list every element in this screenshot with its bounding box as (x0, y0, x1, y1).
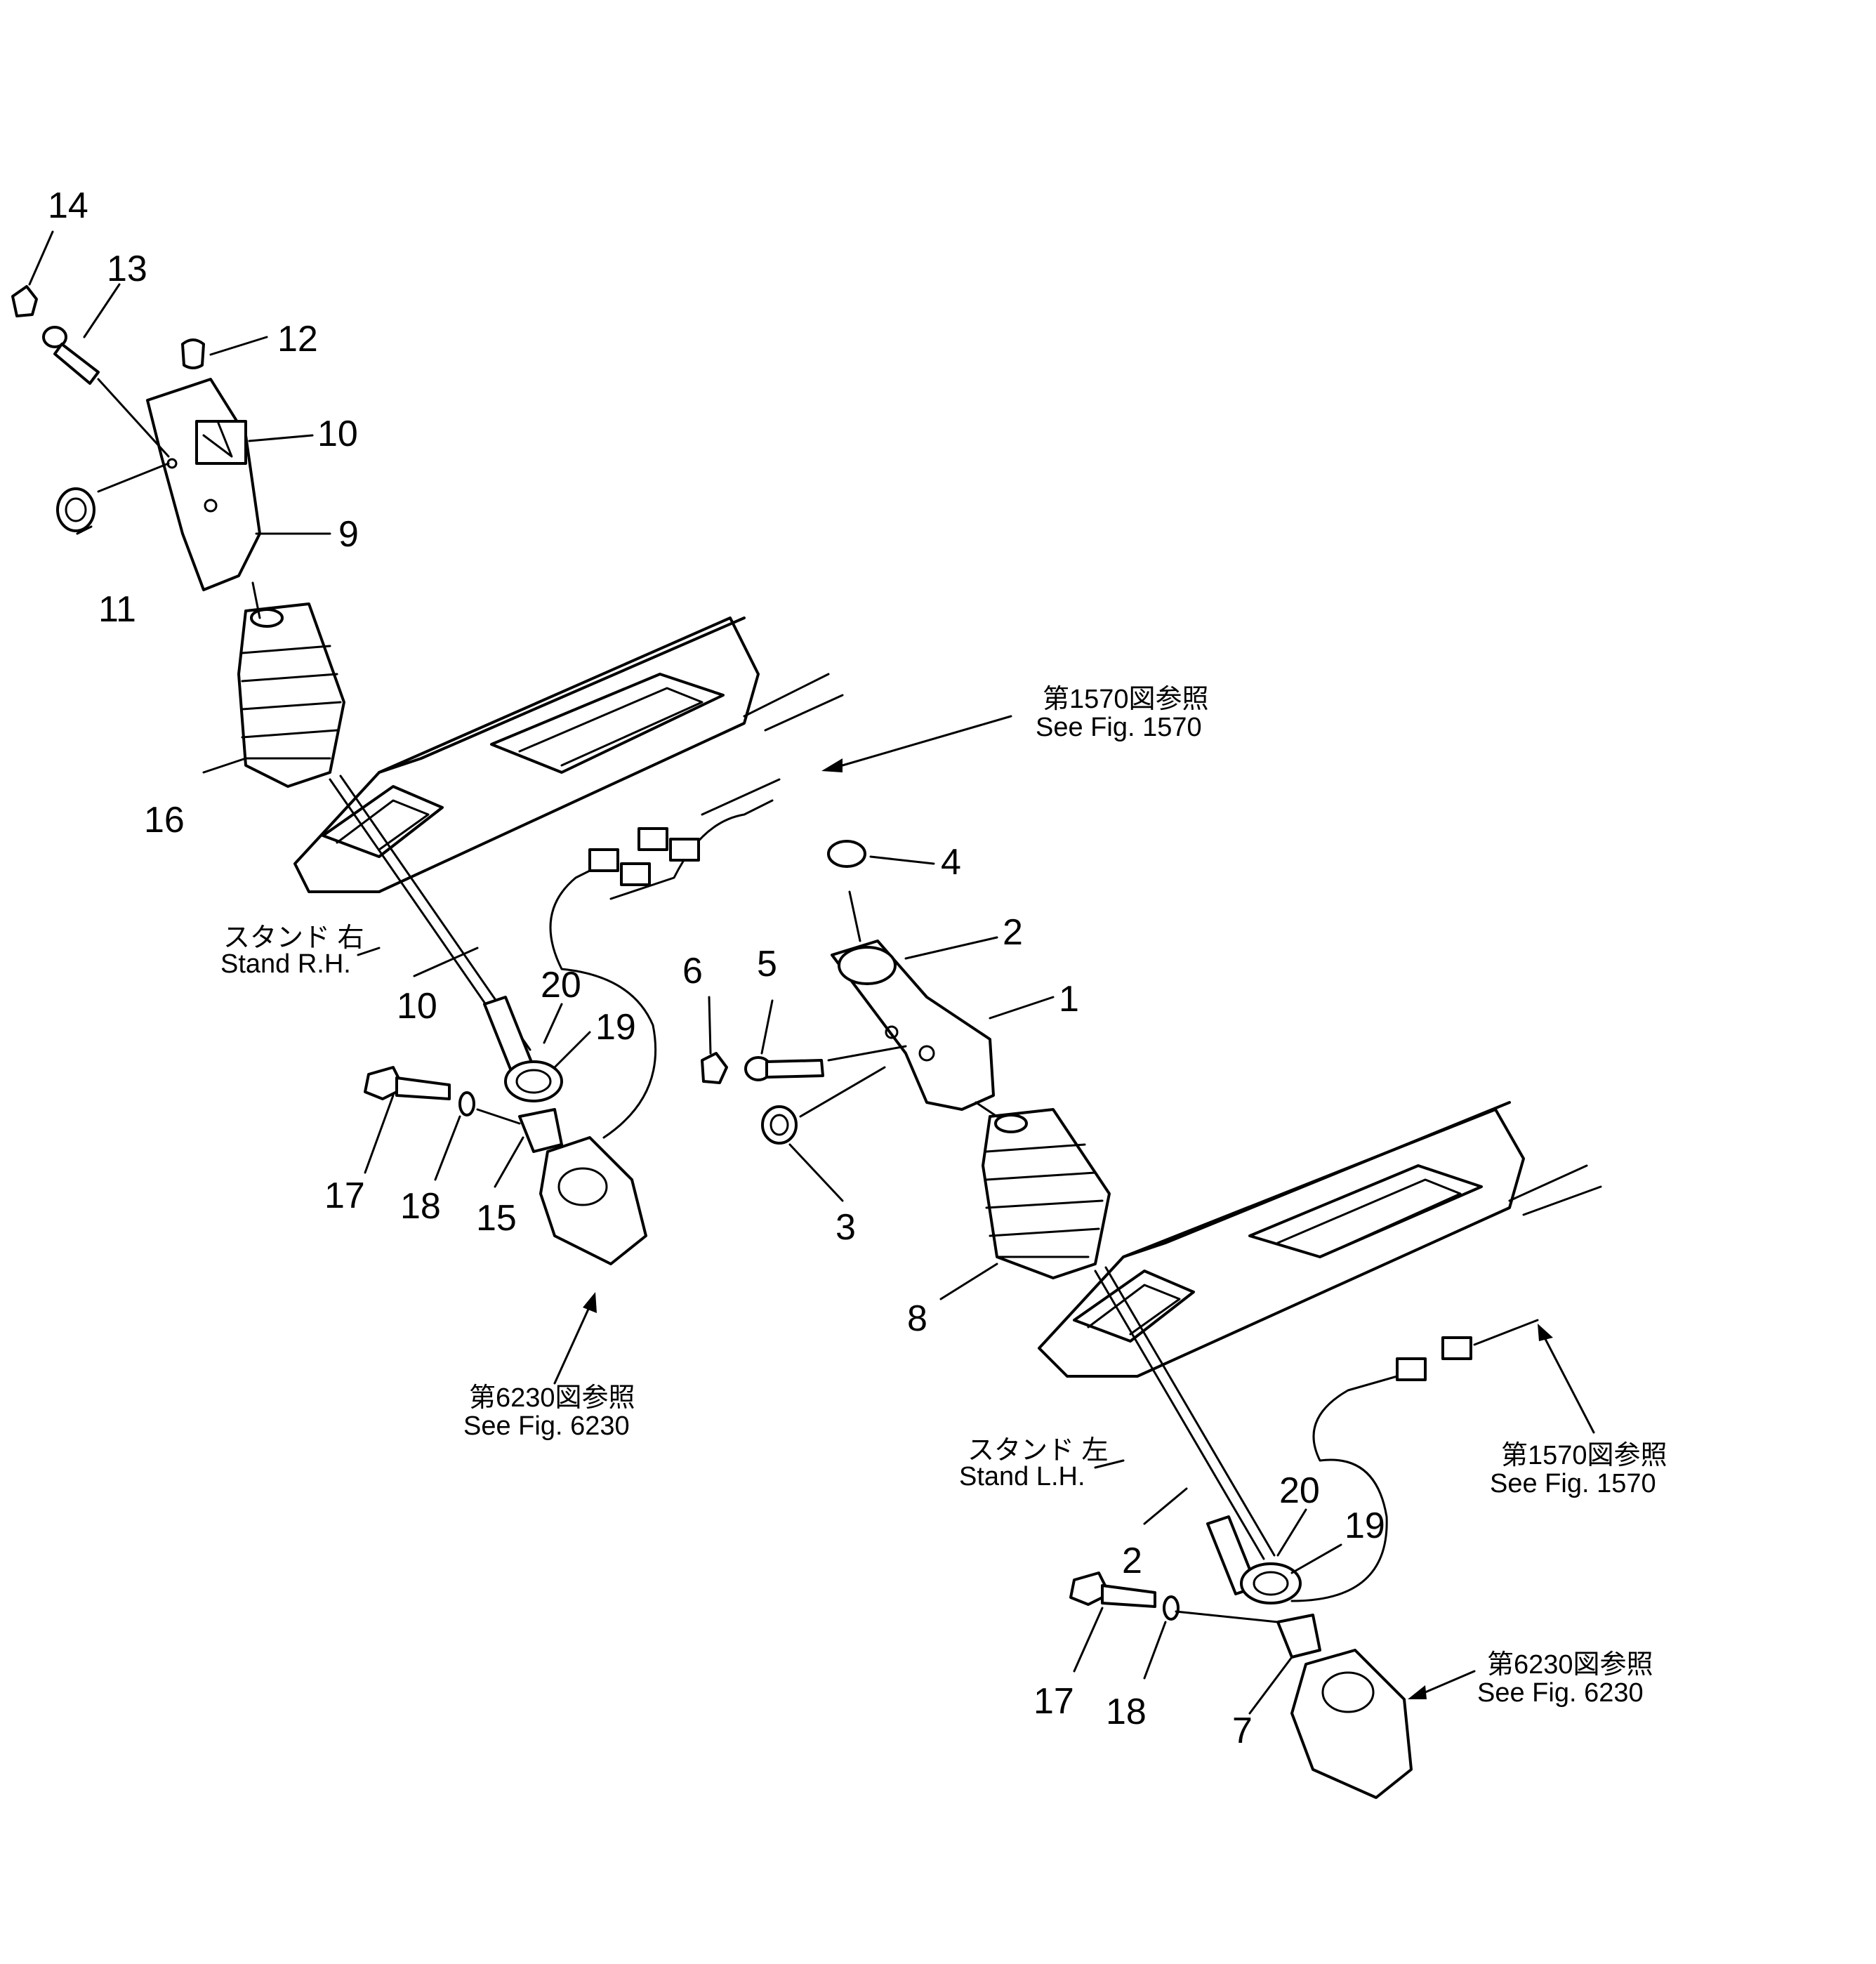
ref-6230-left-en: See Fig. 6230 (463, 1411, 630, 1441)
nut-6 (701, 1052, 728, 1084)
callout-12: 12 (277, 319, 318, 360)
ref-1570-top-en: See Fig. 1570 (1036, 713, 1202, 742)
stand-lh (1038, 1101, 1602, 1378)
callout-17: 17 (1033, 1681, 1074, 1722)
boot-16 (237, 602, 345, 788)
bolt-17-lh (1069, 1571, 1156, 1608)
callout-5: 5 (757, 944, 777, 984)
callout-18: 18 (1106, 1692, 1147, 1732)
grommet-3 (761, 1105, 798, 1145)
reference-labels: 第1570図参照 See Fig. 1570 第1570図参照 See Fig.… (463, 685, 1667, 1708)
callout-15: 15 (476, 1198, 517, 1239)
callout-20: 20 (541, 965, 581, 1006)
leader-lines (28, 230, 1342, 1715)
lever-rod-lh (975, 1101, 1276, 1560)
ref-1570-top-jp: 第1570図参照 (1043, 685, 1209, 714)
callout-13: 13 (107, 249, 147, 289)
callout-7: 7 (1232, 1711, 1253, 1751)
callout-labels: 14 13 12 10 9 11 16 10 20 19 17 18 15 4 … (48, 185, 1385, 1751)
bolt-5 (744, 1056, 824, 1081)
ref-6230-left-jp: 第6230図参照 (469, 1383, 635, 1413)
ref-6230-right-jp: 第6230図参照 (1487, 1650, 1653, 1680)
ref-1570-right-en: See Fig. 1570 (1490, 1469, 1656, 1498)
callout-1: 1 (1059, 979, 1079, 1020)
callout-4: 4 (941, 842, 961, 883)
callout-19: 19 (1345, 1505, 1385, 1546)
reference-arrows (357, 715, 1595, 1699)
harness-lh (1290, 1319, 1539, 1602)
callout-10: 10 (317, 414, 358, 454)
callout-20: 20 (1279, 1470, 1320, 1511)
nut-14 (11, 285, 38, 317)
boot-8 (982, 1108, 1111, 1279)
callout-3: 3 (835, 1207, 856, 1248)
cap-12 (181, 338, 205, 369)
valve-assembly-rh (483, 996, 647, 1265)
callout-10: 10 (397, 986, 437, 1027)
lever-grip-rh (146, 378, 261, 591)
callout-6: 6 (682, 951, 703, 991)
ref-6230-right-en: See Fig. 6230 (1477, 1678, 1644, 1708)
ref-1570-right-jp: 第1570図参照 (1501, 1441, 1667, 1470)
bolt-13 (42, 326, 100, 385)
washer-18-rh (458, 1091, 475, 1116)
valve-assembly-lh (1206, 1515, 1413, 1799)
callout-17: 17 (324, 1175, 365, 1216)
callout-11: 11 (98, 589, 136, 630)
stand-rh (293, 617, 844, 893)
stand-labels: スタンド 右 Stand R.H. スタンド 左 Stand L.H. (220, 923, 1109, 1491)
callout-18: 18 (400, 1186, 441, 1227)
bolt-17-rh (364, 1066, 451, 1100)
stand-rh-jp: スタンド 右 (223, 923, 364, 953)
harness-rh (549, 778, 781, 1139)
callout-8: 8 (907, 1298, 927, 1339)
callout-16: 16 (144, 800, 185, 841)
washer-18-lh (1163, 1595, 1180, 1621)
cap-4 (827, 840, 866, 868)
callout-14: 14 (48, 185, 88, 226)
callout-9: 9 (338, 514, 359, 555)
stand-lh-jp: スタンド 左 (967, 1436, 1109, 1465)
grommet-11 (56, 487, 95, 532)
stand-rh-en: Stand R.H. (220, 949, 351, 979)
stand-lh-en: Stand L.H. (959, 1462, 1085, 1491)
callout-2: 2 (1122, 1541, 1142, 1581)
callout-19: 19 (595, 1007, 636, 1048)
lever-grip-lh (831, 940, 995, 1111)
callout-2: 2 (1003, 912, 1023, 953)
